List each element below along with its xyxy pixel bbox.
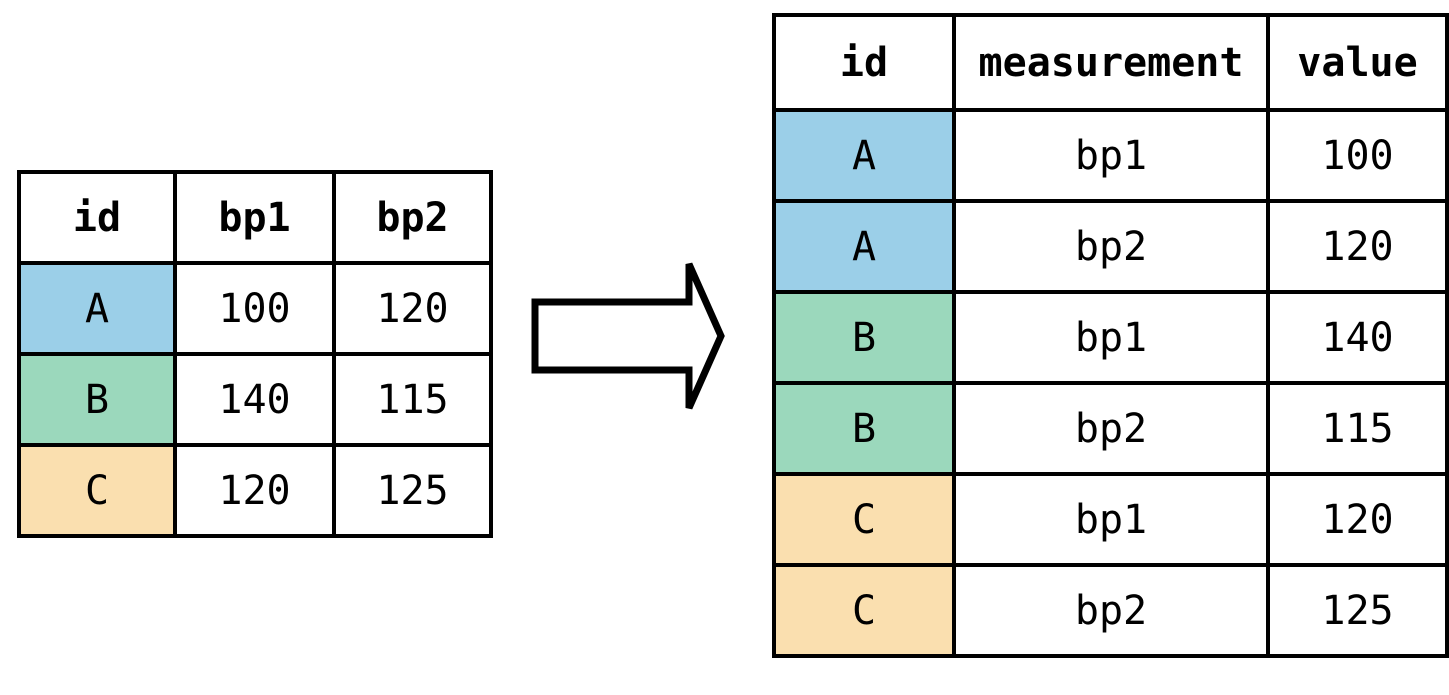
table-row: B bp2 115 [772, 381, 1449, 476]
result-cell-measurement: bp1 [952, 290, 1270, 385]
table-row: C bp2 125 [772, 563, 1449, 658]
table-row: A bp2 120 [772, 199, 1449, 294]
result-cell-id: C [772, 563, 956, 658]
result-table-header: id measurement value [772, 13, 1449, 112]
source-cell-id: B [17, 352, 177, 447]
table-row: C 120 125 [17, 443, 493, 538]
result-cell-value: 140 [1266, 290, 1449, 385]
table-row: B 140 115 [17, 352, 493, 447]
result-cell-id: A [772, 108, 956, 203]
result-cell-value: 100 [1266, 108, 1449, 203]
result-cell-measurement: bp2 [952, 199, 1270, 294]
source-cell-bp2: 115 [332, 352, 493, 447]
result-table-body: A bp1 100 A bp2 120 B bp1 140 B bp2 115 … [772, 108, 1449, 658]
result-cell-id: A [772, 199, 956, 294]
result-cell-value: 120 [1266, 199, 1449, 294]
source-cell-bp2: 120 [332, 261, 493, 356]
result-cell-value: 125 [1266, 563, 1449, 658]
result-header-value: value [1266, 13, 1449, 112]
result-cell-value: 120 [1266, 472, 1449, 567]
result-cell-measurement: bp2 [952, 381, 1270, 476]
source-cell-bp1: 100 [173, 261, 336, 356]
source-table-header: id bp1 bp2 [17, 170, 493, 265]
result-header-id: id [772, 13, 956, 112]
result-long-table: id measurement value A bp1 100 A bp2 120… [772, 13, 1449, 658]
source-header-bp1: bp1 [173, 170, 336, 265]
result-cell-measurement: bp1 [952, 108, 1270, 203]
result-cell-measurement: bp2 [952, 563, 1270, 658]
source-cell-bp2: 125 [332, 443, 493, 538]
result-cell-measurement: bp1 [952, 472, 1270, 567]
table-row: C bp1 120 [772, 472, 1449, 567]
table-header-row: id bp1 bp2 [17, 170, 493, 265]
source-cell-bp1: 140 [173, 352, 336, 447]
source-header-id: id [17, 170, 177, 265]
source-cell-id: A [17, 261, 177, 356]
result-cell-id: C [772, 472, 956, 567]
source-table-body: A 100 120 B 140 115 C 120 125 [17, 261, 493, 538]
result-header-measurement: measurement [952, 13, 1270, 112]
result-cell-value: 115 [1266, 381, 1449, 476]
source-wide-table: id bp1 bp2 A 100 120 B 140 115 C 120 125 [17, 170, 493, 538]
table-row: A bp1 100 [772, 108, 1449, 203]
source-cell-id: C [17, 443, 177, 538]
source-header-bp2: bp2 [332, 170, 493, 265]
result-cell-id: B [772, 290, 956, 385]
block-arrow-right-icon [531, 262, 725, 410]
table-row: A 100 120 [17, 261, 493, 356]
source-cell-bp1: 120 [173, 443, 336, 538]
result-cell-id: B [772, 381, 956, 476]
arrow-shape [531, 262, 725, 410]
table-row: B bp1 140 [772, 290, 1449, 385]
table-header-row: id measurement value [772, 13, 1449, 112]
